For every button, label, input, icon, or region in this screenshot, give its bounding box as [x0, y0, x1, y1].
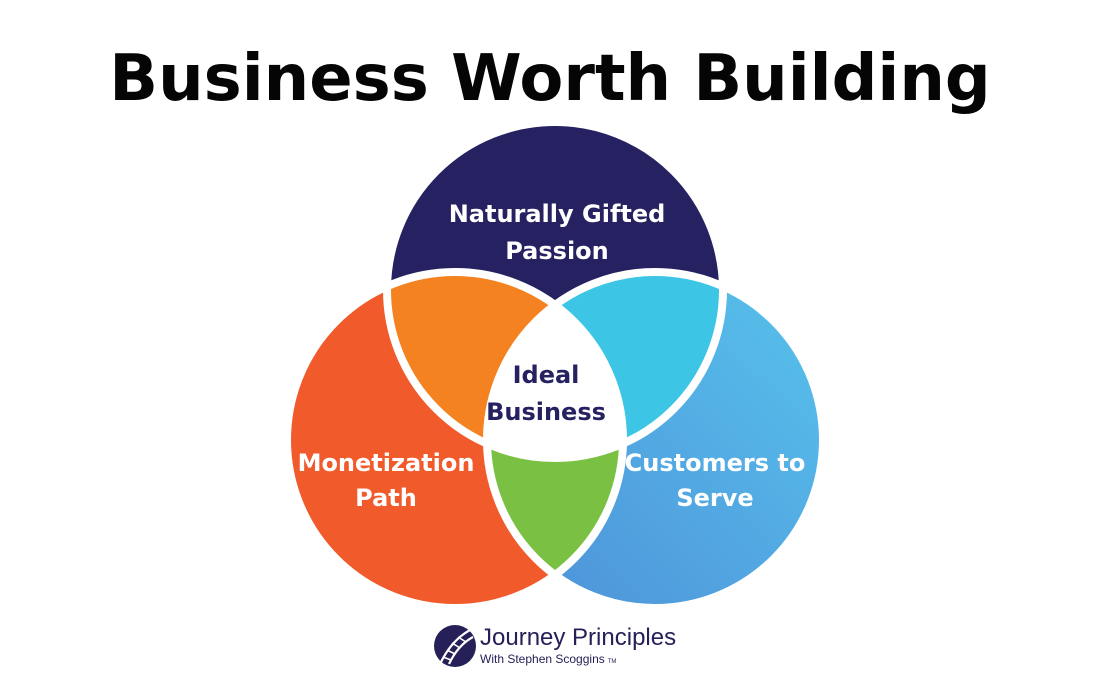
circle-right-label-2: Serve: [676, 484, 753, 512]
circle-right-label-1: Customers to: [625, 449, 806, 477]
journey-principles-logo-icon: [434, 625, 476, 667]
logo-wordmark: Journey Principles With Stephen Scoggins…: [480, 626, 676, 669]
center-label-1: Ideal: [513, 361, 580, 389]
center-label-2: Business: [486, 398, 606, 426]
circle-top-label-2: Passion: [505, 237, 609, 265]
trademark-mark: TM: [607, 659, 617, 665]
circle-top-label-1: Naturally Gifted: [449, 200, 666, 228]
logo-name: Journey Principles: [480, 624, 677, 651]
page-title: Business Worth Building: [109, 42, 991, 116]
circle-borders: [283, 118, 827, 612]
circle-left-label-1: Monetization: [298, 449, 475, 477]
circle-left-label-2: Path: [355, 484, 417, 512]
center-region: [487, 272, 623, 458]
logo-subtitle-text: With Stephen Scoggins: [480, 652, 605, 666]
